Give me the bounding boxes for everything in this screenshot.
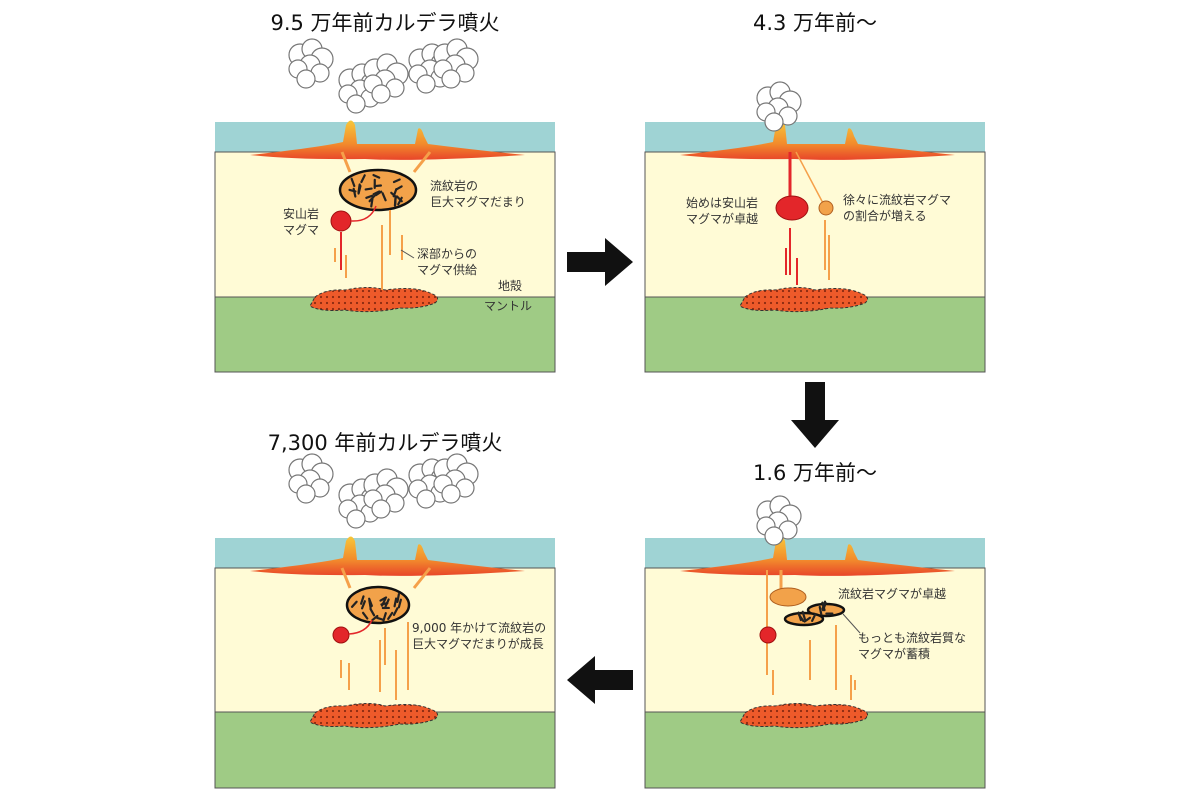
label-most-rhyolitic-1: もっとも流紋岩質な (858, 630, 966, 645)
panel-title-16k: 1.6 万年前～ (753, 461, 877, 485)
eruption-cloud-puff (765, 527, 783, 545)
eruption-cloud-puff (347, 510, 365, 528)
eruption-cloud-puff (372, 85, 390, 103)
andesite-magma (760, 627, 776, 643)
label-crust: 地殻 (498, 279, 522, 293)
label-rhyolite-chamber-2: 巨大マグマだまり (430, 195, 526, 209)
label-growth-2: 巨大マグマだまりが成長 (412, 636, 544, 651)
panel-title-43k: 4.3 万年前～ (753, 11, 877, 35)
label-deep-supply-2: マグマ供給 (417, 263, 477, 277)
label-rhyolite-chamber-1: 流紋岩の (430, 178, 478, 193)
andesite-magma (331, 211, 351, 231)
eruption-cloud-puff (417, 75, 435, 93)
crystal-mark (395, 599, 397, 607)
label-growth-1: 9,000 年かけて流紋岩の (412, 620, 546, 635)
crystal-mark (366, 189, 372, 190)
label-rhyolite-increase-2: の割合が増える (843, 208, 927, 223)
label-deep-supply-1: 深部からの (417, 246, 477, 261)
eruption-cloud-puff (765, 113, 783, 131)
rhyolite-magma (819, 201, 833, 215)
label-rhyolite-dominant: 流紋岩マグマが卓越 (838, 586, 946, 601)
panel-title-7300: 7,300 年前カルデラ噴火 (268, 431, 503, 455)
label-andesite-dominant-2: マグマが卓越 (686, 211, 758, 226)
label-mantle: マントル (484, 299, 532, 313)
label-andesite-dominant-1: 始めは安山岩 (686, 195, 758, 210)
eruption-cloud-puff (442, 70, 460, 88)
eruption-cloud-puff (442, 485, 460, 503)
crystal-mark (371, 199, 372, 207)
label-andesite-1: 安山岩 (283, 206, 319, 221)
label-most-rhyolitic-2: マグマが蓄積 (858, 646, 930, 661)
eruption-cloud-puff (297, 485, 315, 503)
arrow-down-icon (791, 382, 839, 448)
panel-title-95k: 9.5 万年前カルデラ噴火 (270, 11, 499, 35)
crystal-mark (359, 184, 360, 192)
label-rhyolite-increase-1: 徐々に流紋岩マグマ (843, 192, 951, 207)
andesite-magma (776, 196, 808, 220)
crystal-mark (397, 594, 398, 602)
andesite-magma (333, 627, 349, 643)
rhyolite-magma (770, 588, 806, 606)
eruption-cloud-puff (297, 70, 315, 88)
label-andesite-2: マグマ (283, 223, 319, 237)
crystal-mark (375, 186, 381, 187)
eruption-cloud-puff (417, 490, 435, 508)
eruption-cloud-puff (372, 500, 390, 518)
eruption-cloud-puff (347, 95, 365, 113)
arrow-left-icon (567, 656, 633, 704)
arrow-right-icon (567, 238, 633, 286)
panel-43k (645, 82, 985, 372)
